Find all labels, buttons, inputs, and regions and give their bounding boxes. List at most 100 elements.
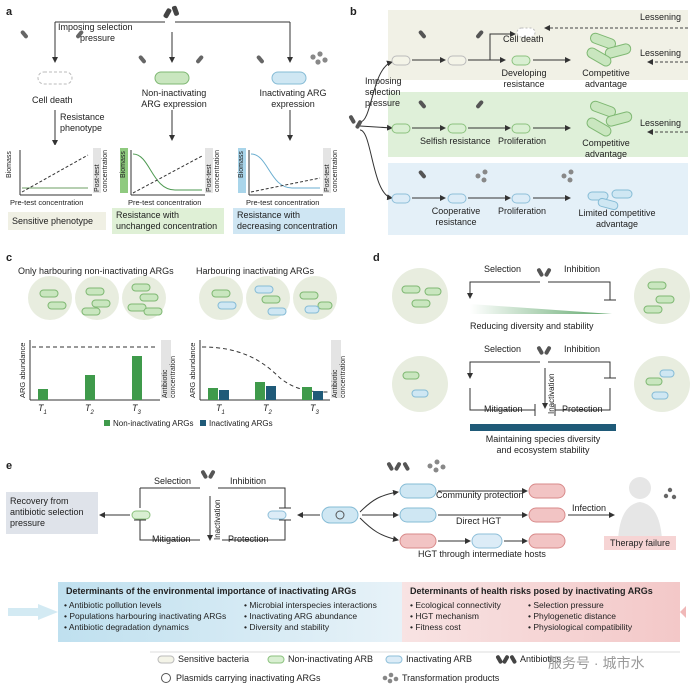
c-arg-abund-2: ARG abundance: [188, 342, 197, 398]
a-pre-test-2: Pre-test concentration: [128, 198, 202, 207]
bar-non-inact: [38, 389, 48, 400]
chart-a-unchanged: [120, 148, 213, 196]
a-sensitive: Sensitive phenotype: [12, 216, 94, 226]
d-protection: Protection: [562, 404, 603, 414]
c-arg-abund-1: ARG abundance: [18, 342, 27, 398]
health-item: • HGT mechanism: [410, 611, 479, 621]
b-lessening-2: Lessening: [640, 48, 682, 58]
legend-swatch-non: [104, 420, 110, 426]
a-cell-death: Cell death: [32, 95, 73, 105]
d-selection-2: Selection: [484, 344, 522, 354]
env-item: • Populations harbouring inactivating AR…: [64, 611, 227, 621]
d-mitigation: Mitigation: [484, 404, 523, 414]
e-therapy: Therapy failure: [610, 538, 671, 548]
b-lessening-1: Lessening: [640, 12, 682, 22]
env-box-bg: [58, 582, 402, 642]
panel-label-a: a: [6, 6, 13, 18]
legend-non-inact: Non-inactivating ARB: [288, 654, 374, 664]
c-t3-right: T3: [310, 403, 319, 416]
c-harbouring: Harbouring inactivating ARGs: [196, 266, 315, 276]
bar-inact: [219, 390, 229, 400]
band-cooperative: [388, 163, 688, 235]
a-imposing: Imposing selection: [58, 22, 133, 32]
panel-label-d: d: [373, 252, 380, 264]
d-reducing: Reducing diversity and stability: [470, 321, 594, 331]
b-selfish: Selfish resistance: [420, 136, 491, 146]
legend-transformation: Transformation products: [402, 673, 500, 683]
b-lessening-3: Lessening: [640, 118, 682, 128]
d-selection-1: Selection: [484, 264, 522, 274]
e-direct-hgt: Direct HGT: [456, 516, 501, 526]
b-cell-death: Cell death: [503, 34, 544, 44]
b-proliferation-1: Proliferation: [498, 136, 547, 146]
panel-label-c: c: [6, 252, 13, 264]
env-title: Determinants of the environmental import…: [66, 586, 357, 596]
d-inhibition-2: Inhibition: [564, 344, 601, 354]
e-inactivation: Inactivation: [213, 499, 222, 540]
bar-inact: [266, 386, 276, 400]
a-pre-test-1: Pre-test concentration: [10, 198, 84, 207]
chart-a-decreasing: [238, 148, 331, 196]
bar-non-inact: [208, 388, 218, 400]
c-t3-left: T3: [132, 403, 141, 416]
health-title: Determinants of health risks posed by in…: [410, 586, 653, 596]
health-box-bg: [402, 582, 680, 642]
health-col2: • Selection pressure • Phylogenetic dist…: [528, 600, 632, 633]
panel-label-e: e: [6, 460, 13, 472]
d-inhibition-1: Inhibition: [564, 264, 601, 274]
a-biomass-2: Biomass: [120, 151, 127, 178]
bar-inact: [313, 391, 323, 400]
patient-figure: [618, 477, 662, 540]
chart-c-left: [29, 340, 171, 401]
bar-non-inact: [85, 375, 95, 400]
legend-antibiotics: Antibiotics: [520, 654, 562, 664]
d-inactivation: Inactivation: [547, 373, 556, 414]
band-sensitive: [388, 10, 688, 80]
c-only-non: Only harbouring non-inactivating ARGs: [18, 266, 174, 276]
env-item: • Antibiotic degradation dynamics: [64, 622, 189, 632]
e-community: Community protection: [436, 490, 524, 500]
watermark: 服务号 · 城市水: [548, 655, 645, 671]
legend-swatch-inact: [200, 420, 206, 426]
e-infection: Infection: [572, 503, 607, 513]
env-col1: • Antibiotic pollution levels • Populati…: [64, 600, 226, 633]
a-biomass-3: Biomass: [238, 151, 245, 178]
health-item: • Selection pressure: [528, 600, 604, 610]
legend-inact: Inactivating ARB: [406, 654, 473, 664]
e-mitigation: Mitigation: [152, 534, 191, 544]
bar-non-inact: [132, 356, 142, 400]
c-t2-right: T2: [263, 403, 272, 416]
a-pre-test-3: Pre-test concentration: [246, 198, 320, 207]
env-item: • Inactivating ARG abundance: [244, 611, 358, 621]
c-t1-left: T1: [38, 403, 47, 416]
env-item: • Antibiotic pollution levels: [64, 600, 162, 610]
health-item: • Physiological compatibility: [528, 622, 633, 632]
c-legend-inact: Inactivating ARGs: [200, 418, 273, 429]
chart-a-sensitive: [18, 145, 108, 205]
legend-plasmids: Plasmids carrying inactivating ARGs: [176, 673, 321, 683]
env-item: • Diversity and stability: [244, 622, 330, 632]
bar-non-inact: [302, 387, 312, 400]
a-biomass-1: Biomass: [6, 151, 13, 178]
bar-non-inact: [255, 382, 265, 400]
health-col1: • Ecological connectivity • HGT mechanis…: [410, 600, 501, 633]
c-t1-right: T1: [216, 403, 225, 416]
env-col2: • Microbial interspecies interactions • …: [244, 600, 377, 633]
health-item: • Phylogenetic distance: [528, 611, 617, 621]
